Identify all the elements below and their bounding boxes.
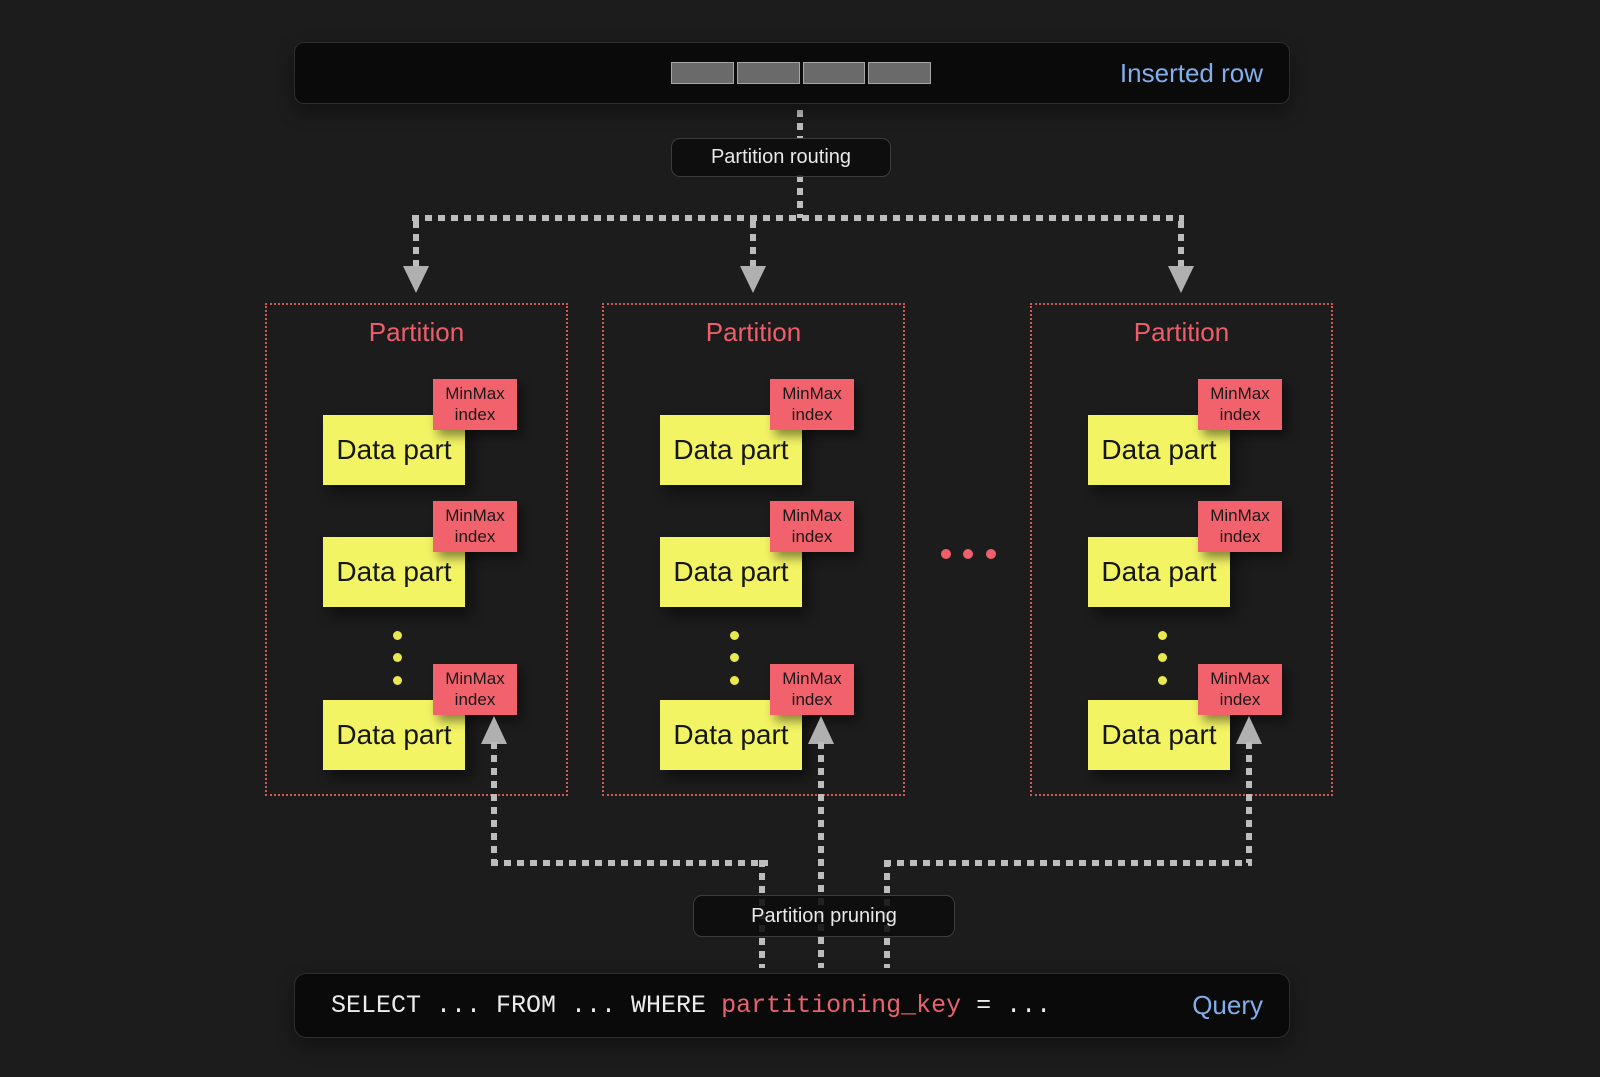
query-label: Query (1192, 990, 1263, 1020)
dashed-line-branch (412, 215, 1184, 221)
data-part-box: Data part (323, 700, 465, 770)
sql-text: SELECT ... FROM ... WHERE partitioning_k… (331, 974, 1051, 1037)
inserted-row-cells-icon (671, 62, 931, 84)
partition-box-2: Partition MinMax index Data part MinMax … (602, 303, 905, 796)
row-cell (736, 62, 800, 84)
dashed-line-feed-top (797, 84, 803, 138)
ellipsis-dot (986, 549, 996, 559)
arrow-up-icon (808, 716, 834, 744)
minmax-index-tag: MinMax index (1198, 664, 1282, 715)
ellipsis-dot (963, 549, 973, 559)
more-parts-dot (730, 631, 739, 640)
partition-title: Partition (1133, 317, 1230, 347)
more-parts-dot (730, 676, 739, 685)
sql-prefix: SELECT ... FROM ... WHERE (331, 991, 722, 1020)
dashed-line-drop-right (1178, 221, 1184, 267)
row-cell (671, 62, 734, 84)
partition-routing-label: Partition routing (710, 146, 852, 168)
minmax-index-tag: MinMax index (433, 379, 517, 430)
partition-pruning-label: Partition pruning (751, 904, 897, 927)
dashed-line-feed-bottom (797, 175, 803, 218)
more-parts-dot (730, 653, 739, 662)
partition-title: Partition (705, 317, 802, 347)
arrow-up-icon (1236, 716, 1262, 744)
partition-pruning-pill: Partition pruning (693, 895, 955, 937)
more-parts-dot (393, 631, 402, 640)
dashed-line-prune-middle (818, 742, 824, 968)
minmax-index-tag: MinMax index (770, 379, 854, 430)
dashed-line-prune-left-up (491, 742, 497, 863)
row-cell (868, 62, 931, 84)
more-parts-dot (393, 676, 402, 685)
minmax-index-tag: MinMax index (1198, 501, 1282, 552)
dashed-line-prune-right-horizontal (884, 860, 1252, 866)
arrow-down-icon (1168, 266, 1194, 293)
minmax-index-tag: MinMax index (770, 501, 854, 552)
dashed-line-prune-right-up (1246, 742, 1252, 863)
ellipsis-dot (941, 549, 951, 559)
partition-box-3: Partition MinMax index Data part MinMax … (1030, 303, 1333, 796)
sql-partitioning-key: partitioning_key (721, 991, 962, 1020)
inserted-row-label: Inserted row (1119, 57, 1263, 88)
inserted-row-box: Inserted row (294, 42, 1290, 104)
arrow-up-icon (481, 716, 507, 744)
partition-box-1: Partition MinMax index Data part MinMax … (265, 303, 568, 796)
more-parts-dot (1158, 631, 1167, 640)
minmax-index-tag: MinMax index (433, 664, 517, 715)
minmax-index-tag: MinMax index (433, 501, 517, 552)
query-box: SELECT ... FROM ... WHERE partitioning_k… (294, 973, 1290, 1038)
more-parts-dot (1158, 676, 1167, 685)
partition-routing-pill: Partition routing (671, 138, 891, 177)
dashed-line-drop-middle (750, 221, 756, 267)
partition-title: Partition (368, 317, 465, 347)
more-parts-dot (393, 653, 402, 662)
more-parts-dot (1158, 653, 1167, 662)
dashed-line-prune-left-horizontal (491, 860, 768, 866)
minmax-index-tag: MinMax index (770, 664, 854, 715)
data-part-box: Data part (1088, 415, 1230, 485)
row-cell (802, 62, 866, 84)
minmax-index-tag: MinMax index (1198, 379, 1282, 430)
arrow-down-icon (403, 266, 429, 293)
dashed-line-drop-left (413, 221, 419, 267)
arrow-down-icon (740, 266, 766, 293)
sql-suffix: = ... (961, 991, 1052, 1020)
